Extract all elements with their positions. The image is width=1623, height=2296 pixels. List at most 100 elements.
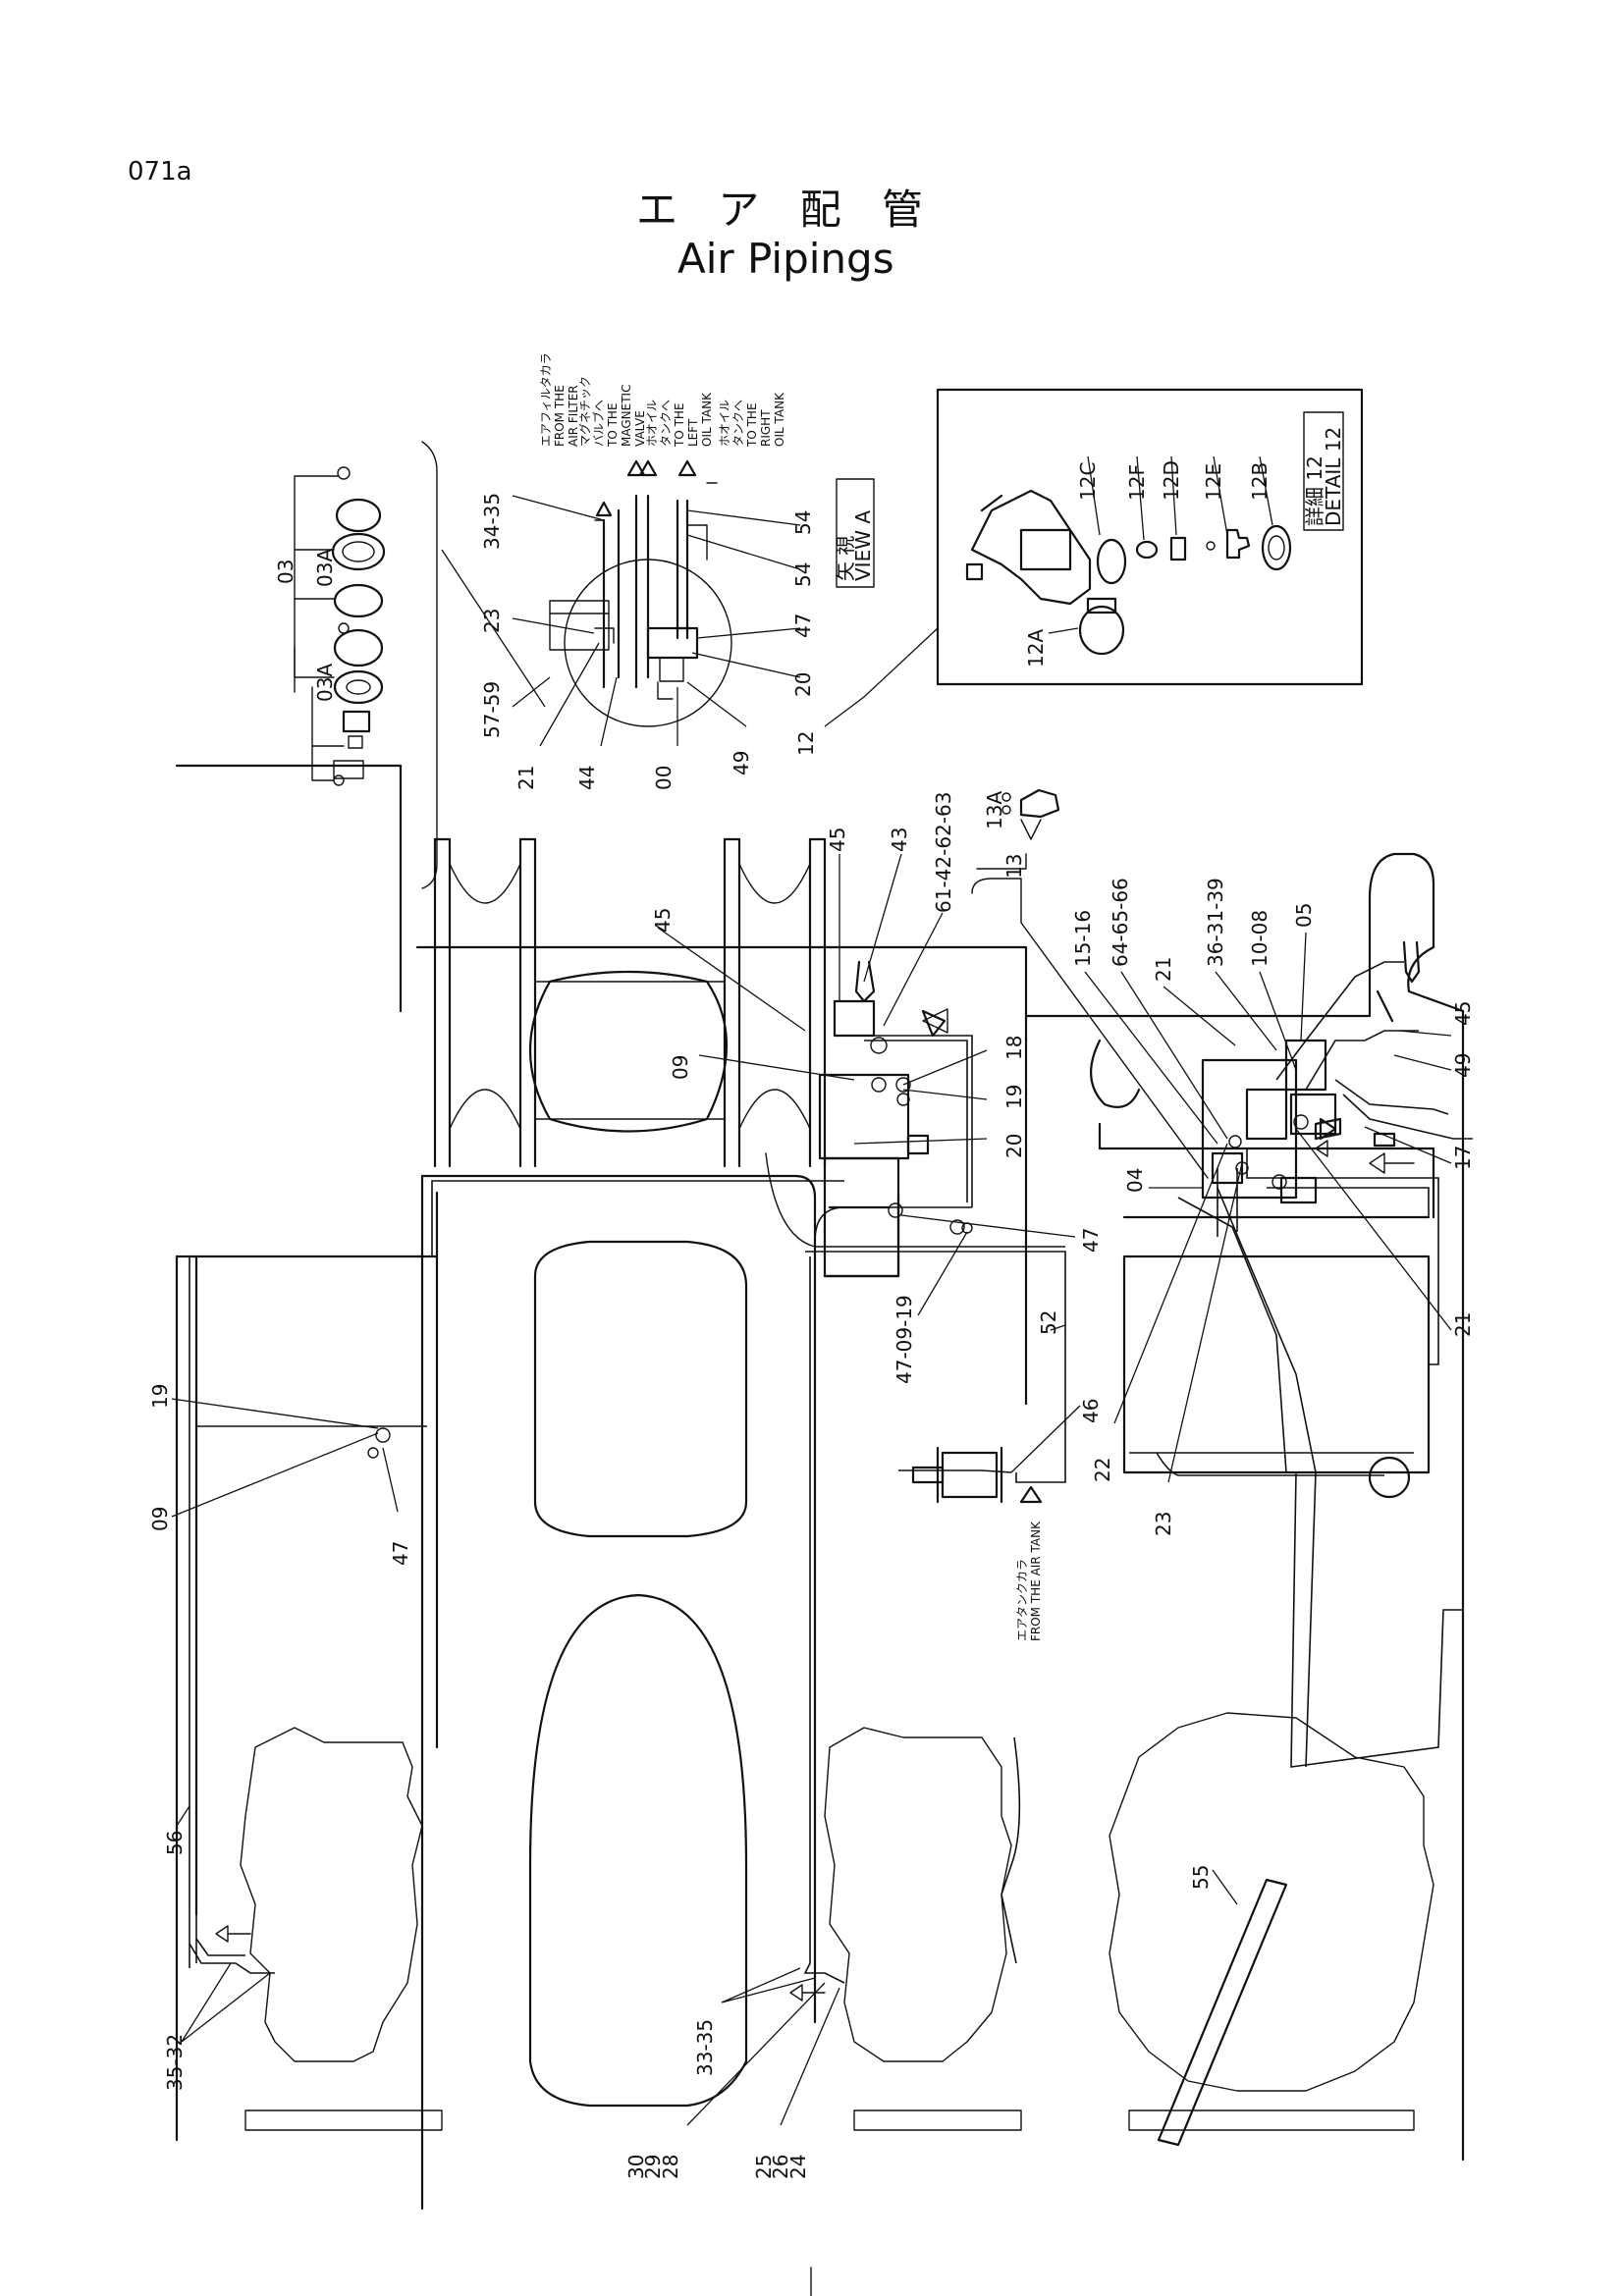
svg-text:FROM THE AIR TANK: FROM THE AIR TANK xyxy=(1029,1521,1043,1641)
note-air-tank: エアタンクカラ FROM THE AIR TANK xyxy=(1015,1521,1043,1641)
title-japanese: エ ア 配 管 xyxy=(636,186,937,234)
callout-12e: 12E xyxy=(1202,463,1225,501)
page-code: 071a xyxy=(128,157,192,187)
svg-text:マグネチック: マグネチック xyxy=(578,376,592,447)
callout-09-left: 09 xyxy=(148,1507,172,1531)
callout-19-center: 19 xyxy=(1002,1085,1026,1109)
callout-45-top: 45 xyxy=(826,828,849,852)
svg-text:FROM THE: FROM THE xyxy=(553,385,567,447)
callout-30: 30 xyxy=(624,2155,648,2179)
right-valve-block xyxy=(1201,940,1421,1204)
callout-44: 44 xyxy=(575,766,599,790)
note-air-filter: エアフィルタカラ FROM THE AIR FILTER xyxy=(539,352,580,447)
svg-text:バルブへ: バルブへ xyxy=(591,400,606,447)
detail-12-box: 詳細 12 DETAIL 12 12C 12F 12D 12E 12B 12A xyxy=(824,388,1364,727)
svg-text:VALVE: VALVE xyxy=(633,410,647,447)
callout-33-35: 33-35 xyxy=(693,2019,717,2076)
callout-45-right: 45 xyxy=(1451,1001,1475,1026)
svg-text:TO THE: TO THE xyxy=(673,402,686,448)
callout-36-31-39: 36-31-39 xyxy=(1204,878,1227,967)
svg-text:タンクへ: タンクへ xyxy=(731,400,745,447)
svg-text:LEFT: LEFT xyxy=(686,418,700,447)
svg-text:AIR FILTER: AIR FILTER xyxy=(567,385,580,447)
callout-45-left: 45 xyxy=(651,908,675,933)
callout-19-left: 19 xyxy=(148,1384,172,1409)
callout-54: 54 xyxy=(791,510,815,535)
callout-43: 43 xyxy=(888,828,911,852)
callout-47-09-19: 47-09-19 xyxy=(893,1295,916,1384)
svg-text:MAGNETIC: MAGNETIC xyxy=(620,385,633,447)
engine-outlines xyxy=(240,1712,1434,2147)
svg-text:RIGHT: RIGHT xyxy=(759,409,773,447)
callout-52: 52 xyxy=(1037,1310,1060,1335)
callout-47-left: 47 xyxy=(389,1541,412,1566)
callout-21-lower: 21 xyxy=(1451,1312,1475,1337)
callout-54-b: 54 xyxy=(791,562,815,587)
callout-20-center: 20 xyxy=(1002,1134,1026,1158)
callout-46: 46 xyxy=(1079,1399,1103,1423)
callout-12f: 12F xyxy=(1125,464,1149,501)
svg-text:TO THE: TO THE xyxy=(745,402,759,448)
note-left-oil-tank: ホオイル タンクへ TO THE LEFT OIL TANK xyxy=(645,392,714,448)
callout-00: 00 xyxy=(652,766,676,790)
svg-text:エアフィルタカラ: エアフィルタカラ xyxy=(539,352,553,447)
callout-13: 13 xyxy=(1002,854,1026,879)
callout-34-35: 34-35 xyxy=(480,493,504,550)
callout-26: 26 xyxy=(769,2155,792,2179)
callout-56: 56 xyxy=(163,1831,187,1855)
callout-10-08: 10-08 xyxy=(1248,910,1271,967)
callout-03: 03 xyxy=(274,560,298,584)
callout-17: 17 xyxy=(1451,1146,1475,1170)
callout-22: 22 xyxy=(1091,1458,1114,1482)
center-valve-block xyxy=(765,960,973,1278)
inset-exploded-view: エアフィルタカラ FROM THE AIR FILTER マグネチック バルブへ… xyxy=(274,352,875,889)
callout-09-center: 09 xyxy=(669,1055,692,1080)
callout-29: 29 xyxy=(641,2155,665,2179)
svg-text:DETAIL 12: DETAIL 12 xyxy=(1322,427,1345,526)
air-tank xyxy=(911,1446,1043,1504)
callout-61-42-62-63: 61-42-62-63 xyxy=(932,792,955,913)
callout-49: 49 xyxy=(730,751,753,775)
title-english: Air Pipings xyxy=(677,235,894,283)
svg-text:矢 視: 矢 視 xyxy=(834,536,857,581)
callout-15-16: 15-16 xyxy=(1071,910,1095,967)
callout-12d: 12D xyxy=(1160,460,1183,501)
callout-64-65-66: 64-65-66 xyxy=(1109,878,1132,967)
svg-text:TO THE: TO THE xyxy=(606,402,620,448)
callout-35-32: 35-32 xyxy=(163,2034,187,2091)
note-magnetic-valve: マグネチック バルブへ TO THE MAGNETIC VALVE xyxy=(578,376,647,448)
svg-text:ホオイル: ホオイル xyxy=(718,400,731,447)
note-right-oil-tank: ホオイル タンクへ TO THE RIGHT OIL TANK xyxy=(718,392,786,448)
callout-57-59: 57-59 xyxy=(480,681,504,738)
callout-12: 12 xyxy=(794,731,818,756)
callout-04: 04 xyxy=(1123,1168,1147,1193)
callout-23-right: 23 xyxy=(1152,1512,1175,1536)
callout-28: 28 xyxy=(659,2155,682,2179)
callout-18: 18 xyxy=(1002,1036,1026,1060)
callout-24: 24 xyxy=(786,2155,810,2179)
callout-49-right: 49 xyxy=(1451,1053,1475,1078)
callout-12a: 12A xyxy=(1024,629,1048,667)
callout-55: 55 xyxy=(1189,1865,1213,1890)
main-callouts: 45 45 43 61-42-62-63 09 18 19 20 47 47-0… xyxy=(148,788,1475,2179)
svg-text:OIL TANK: OIL TANK xyxy=(700,392,714,447)
callout-12c: 12C xyxy=(1076,462,1100,501)
callout-47-center: 47 xyxy=(1079,1228,1103,1253)
callout-21-right: 21 xyxy=(1152,957,1175,982)
callout-03a-lower: 03A xyxy=(313,664,337,702)
svg-text:ホオイル: ホオイル xyxy=(645,400,659,447)
flow-arrows xyxy=(215,1008,1415,2002)
svg-text:VIEW A: VIEW A xyxy=(851,510,875,581)
callout-47: 47 xyxy=(791,614,815,638)
callout-21: 21 xyxy=(514,766,538,790)
svg-text:詳細 12: 詳細 12 xyxy=(1303,455,1326,526)
svg-text:タンクへ: タンクへ xyxy=(659,400,673,447)
svg-text:OIL TANK: OIL TANK xyxy=(773,392,786,447)
callout-05: 05 xyxy=(1292,903,1316,928)
callout-12b: 12B xyxy=(1248,462,1271,501)
callout-25: 25 xyxy=(752,2155,776,2179)
view-a-label: 矢 視 VIEW A xyxy=(834,478,875,588)
callout-03a: 03A xyxy=(313,549,337,587)
